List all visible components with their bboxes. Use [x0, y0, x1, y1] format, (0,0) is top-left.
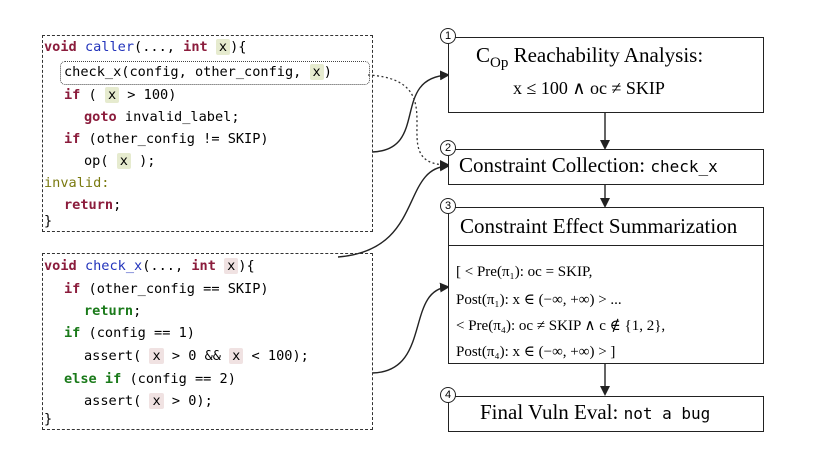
keyword: void: [44, 258, 77, 274]
check-x-code-box: [42, 253, 373, 430]
step2-title: Constraint Collection: check_x: [459, 153, 718, 178]
keyword: return: [64, 197, 114, 213]
step3-number-badge: 3: [440, 198, 456, 214]
step1-number-badge: 1: [440, 28, 456, 44]
code-text: ): [323, 64, 332, 80]
code-text: check_x(config, other_config,: [64, 64, 310, 80]
title-mono: not a bug: [623, 404, 711, 423]
keyword: if: [64, 131, 81, 147]
title-text: Final Vuln Eval:: [480, 400, 624, 424]
step2-number-badge: 2: [440, 140, 456, 156]
code-text: invalid_label;: [116, 109, 240, 125]
keyword: else if: [64, 371, 122, 387]
var-x-highlight: x: [116, 153, 131, 169]
keyword: if: [64, 281, 81, 297]
arrow-checkx-to-step2: [337, 161, 450, 258]
code-text: );: [130, 153, 156, 169]
caller-line-9: }: [44, 213, 53, 229]
checkx-line-6: else if (config == 2): [64, 370, 236, 388]
checkx-line-4: if (config == 1): [64, 324, 195, 342]
var-x-highlight: x: [229, 348, 244, 364]
check-x-call-highlight: [60, 61, 370, 85]
arrow-caller-to-step1: [371, 70, 450, 153]
caller-line-4: goto invalid_label;: [84, 108, 240, 126]
code-text: ;: [133, 303, 142, 319]
code-text: (...,: [134, 39, 184, 55]
step3-title: Constraint Effect Summarization: [460, 214, 738, 238]
title-text: C: [476, 43, 491, 67]
code-text: (other_config == SKIP): [80, 281, 269, 297]
code-text: assert(: [84, 348, 150, 364]
step1-title: COp Reachability Analysis:: [476, 43, 703, 72]
code-text: op(: [84, 153, 117, 169]
code-text: (other_config != SKIP): [80, 131, 269, 147]
code-text: (config == 1): [80, 325, 195, 341]
checkx-line-7: assert( x > 0);: [84, 392, 213, 410]
summary-line: < Pre(π₄): oc ≠ SKIP ∧ c ∉ {1, 2},: [456, 318, 666, 334]
caller-line-3: if ( x > 100): [64, 86, 176, 104]
summary-line: Post(π₁): x ∈ (−∞, +∞) > ...: [456, 292, 622, 308]
code-text: < 100);: [243, 348, 309, 364]
title-subscript: Op: [490, 55, 509, 72]
title-text: Reachability Analysis:: [508, 43, 704, 67]
arrow-checkx-to-step3: [371, 282, 450, 374]
var-x-highlight: x: [149, 393, 164, 409]
code-text: > 0);: [163, 393, 213, 409]
checkx-line-5: assert( x > 0 && x < 100);: [84, 347, 309, 365]
caller-line-5: if (other_config != SKIP): [64, 130, 269, 148]
summary-line: [ < Pre(π₁): oc = SKIP,: [456, 264, 593, 280]
code-text: (config == 2): [121, 371, 236, 387]
code-text: > 0 &&: [163, 348, 230, 364]
var-x-highlight: x: [104, 87, 120, 103]
checkx-line-2: if (other_config == SKIP): [64, 280, 269, 298]
var-x-highlight: x: [309, 64, 324, 80]
code-text: ){: [238, 258, 255, 274]
keyword: return: [84, 303, 134, 319]
step4-number-badge: 4: [440, 387, 456, 403]
function-name: check_x: [84, 258, 143, 274]
step3-divider: [448, 245, 764, 246]
step1-condition: x ≤ 100 ∧ oc ≠ SKIP: [513, 78, 665, 98]
function-name: caller: [84, 39, 135, 55]
caller-line-1: void caller(..., int x){: [44, 38, 246, 56]
var-x-highlight: x: [149, 348, 164, 364]
checkx-line-8: }: [44, 411, 53, 427]
code-text: > 100): [119, 87, 177, 103]
checkx-line-3: return;: [84, 302, 141, 320]
keyword: if: [64, 87, 81, 103]
code-text: (...,: [142, 258, 192, 274]
caller-line-2: check_x(config, other_config, x): [64, 63, 332, 81]
keyword: int: [183, 39, 208, 55]
summary-line: Post(π₄): x ∈ (−∞, +∞) > ]: [456, 344, 616, 360]
var-x-highlight: x: [224, 258, 239, 274]
caller-line-7: invalid:: [44, 175, 110, 191]
step3-summarization-box: [448, 207, 764, 364]
keyword: if: [64, 325, 81, 341]
title-text: Constraint Collection:: [459, 153, 651, 177]
keyword: void: [44, 39, 77, 55]
step2-collection-box: [448, 149, 764, 185]
code-text: assert(: [84, 393, 150, 409]
arrow-call-to-step2: [367, 74, 450, 170]
caller-code-box: [42, 35, 373, 232]
step4-final-eval-box: [448, 396, 764, 432]
code-text: ;: [113, 197, 122, 213]
code-text: ){: [230, 39, 247, 55]
var-x-highlight: x: [215, 39, 231, 55]
code-text: (: [80, 87, 105, 103]
title-mono: check_x: [650, 157, 718, 176]
checkx-line-1: void check_x(..., int x){: [44, 257, 255, 275]
step1-reachability-box: [448, 37, 764, 113]
keyword: int: [191, 258, 216, 274]
caller-line-8: return;: [64, 196, 121, 214]
caller-line-6: op( x );: [84, 152, 156, 170]
keyword: goto: [84, 109, 117, 125]
step4-title: Final Vuln Eval: not a bug: [480, 400, 710, 425]
